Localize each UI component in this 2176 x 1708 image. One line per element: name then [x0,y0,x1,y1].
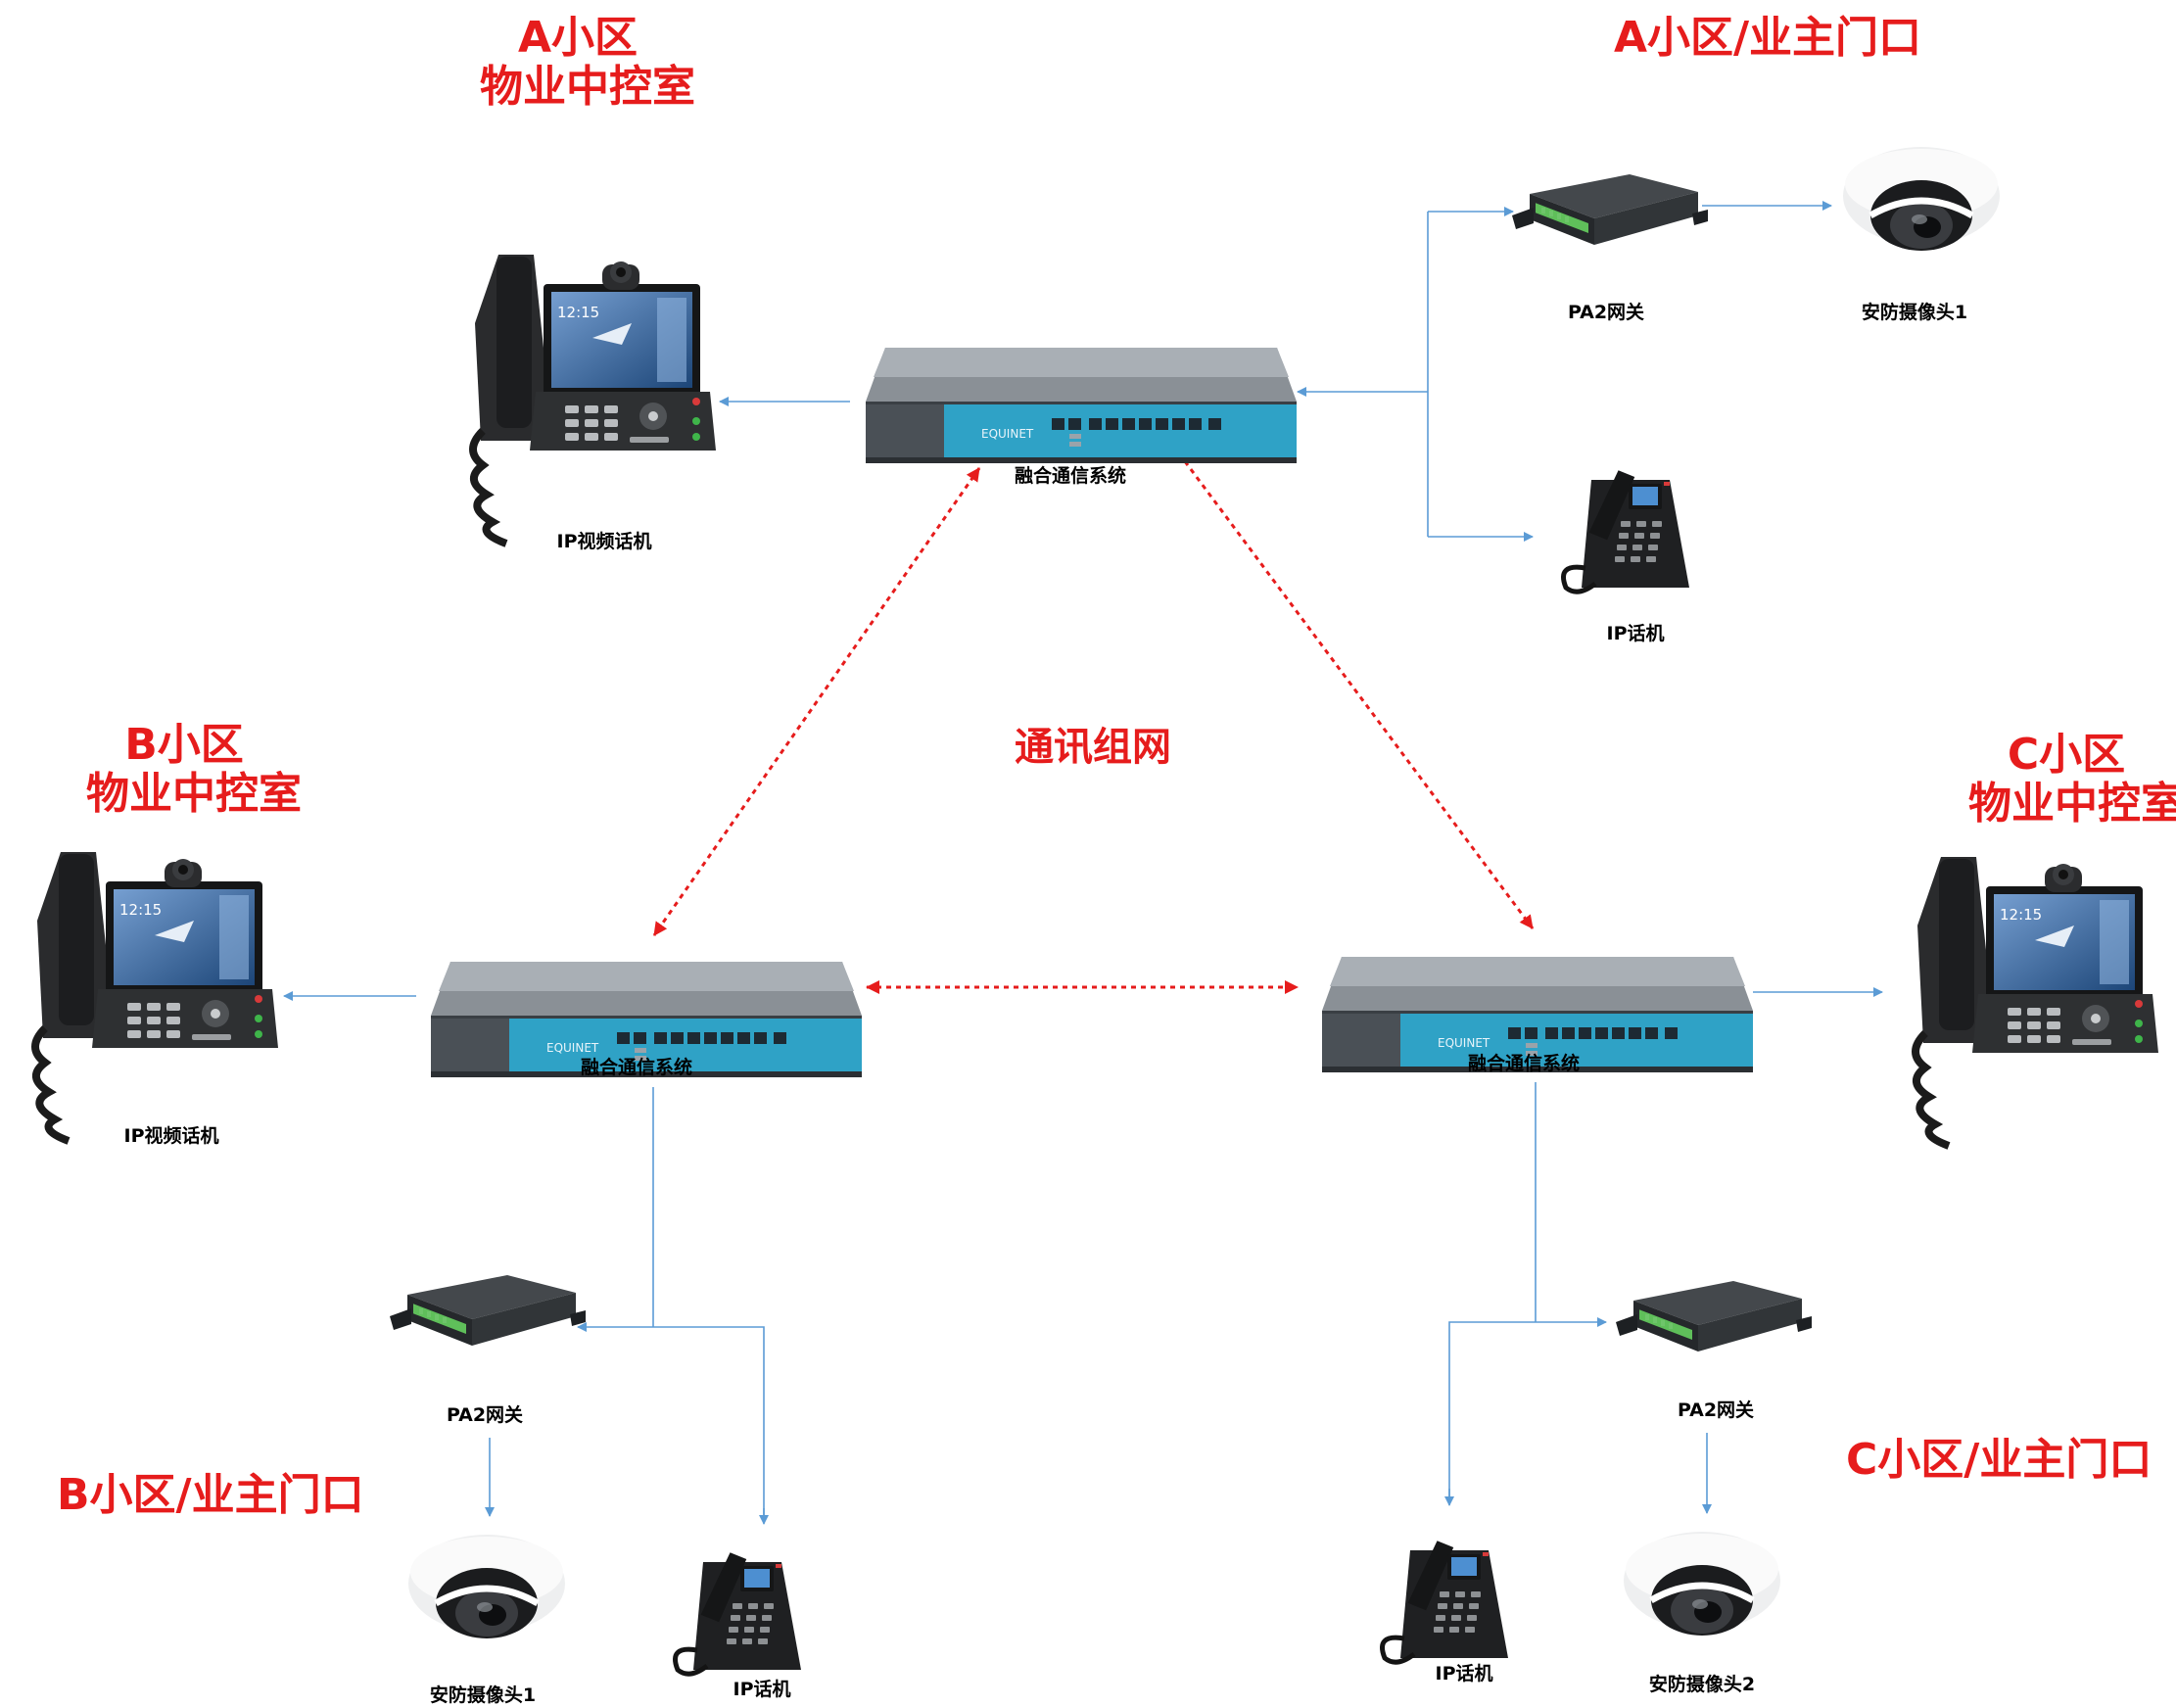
c-camera-caption: 安防摄像头2 [1648,1674,1756,1695]
a-camera-caption: 安防摄像头1 [1861,302,1968,323]
region-b-control-line2: 物业中控室 [86,769,302,819]
region-c-control-line1: C小区 [2007,730,2126,780]
center-network-label: 通讯组网 [1015,725,1171,770]
b-gateway-caption: PA2网关 [446,1404,524,1426]
b-video-phone-icon [35,852,278,1141]
b-security-camera-icon [408,1535,565,1638]
region-a-control-room: A小区 物业中控室 [480,13,695,112]
c-video-phone-icon [1916,857,2158,1146]
a-gateway-caption: PA2网关 [1567,302,1645,323]
region-c-owner-gate: C小区/业主门口 [1846,1435,2152,1485]
region-a-control-line2: 物业中控室 [480,62,695,112]
b-video-phone-caption: IP视频话机 [123,1125,219,1147]
a-video-phone-icon [473,255,716,544]
region-a-owner-gate: A小区/业主门口 [1606,14,1929,63]
b-camera-caption: 安防摄像头1 [429,1684,537,1706]
region-b-gate-line1: B小区/业主门口 [57,1470,364,1520]
c-gateway-caption: PA2网关 [1677,1400,1755,1421]
c-ip-phone-icon [1383,1540,1509,1662]
b-ip-phone-caption: IP话机 [733,1679,791,1700]
region-c-control-line2: 物业中控室 [1968,779,2176,829]
region-a-gate-line1: A小区/业主门口 [1613,13,1922,63]
c-pa2-gateway-icon [1616,1281,1812,1352]
region-b-control-room: B小区 物业中控室 [86,720,302,819]
a-fusion-system-caption: 融合通信系统 [1014,465,1127,487]
a-pa2-gateway-icon [1512,174,1708,245]
c-ip-phone-caption: IP话机 [1435,1663,1493,1684]
b-fusion-system-caption: 融合通信系统 [580,1057,693,1078]
region-c-control-room: C小区 物业中控室 [1968,730,2176,829]
region-b-owner-gate: B小区/业主门口 [57,1470,364,1520]
c-fusion-system-caption: 融合通信系统 [1467,1053,1581,1074]
b-ip-phone-icon [676,1551,802,1674]
backbone-links [652,445,1535,994]
a-ip-phone-caption: IP话机 [1606,623,1665,644]
region-b-control-line1: B小区 [124,720,244,770]
b-pa2-gateway-icon [390,1275,586,1346]
a-video-phone-caption: IP视频话机 [556,531,652,552]
a-ip-phone-icon [1564,469,1690,592]
region-a-control-line1: A小区 [517,13,639,63]
a-security-camera-icon [1843,147,2000,251]
region-c-gate-line1: C小区/业主门口 [1846,1435,2152,1485]
a-fusion-system-icon [866,348,1297,463]
c-security-camera-icon [1624,1532,1780,1636]
